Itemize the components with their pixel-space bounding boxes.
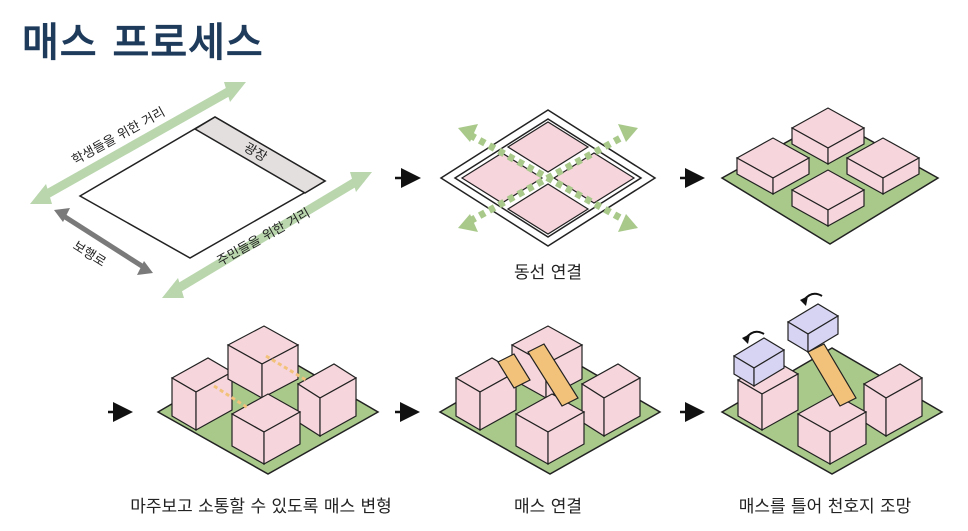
caption-deform: 마주보고 소통할 수 있도록 매스 변형 <box>130 497 392 517</box>
road-residents-arrow <box>162 172 372 298</box>
circulation-plan <box>439 109 657 247</box>
caption-rotate: 매스를 틀어 천호지 조망 <box>738 497 912 517</box>
caption-connect: 매스 연결 <box>514 497 582 517</box>
rotated-masses <box>720 292 944 475</box>
site-plan: 학생들을 위한 거리 주민들을 위한 거리 보행로 광장 <box>30 82 372 298</box>
road-students-arrow <box>30 82 246 204</box>
connected-masses <box>438 325 662 475</box>
sidewalk-arrow <box>54 208 153 275</box>
mass-blocks <box>720 107 940 245</box>
caption-circulation: 동선 연결 <box>514 263 582 283</box>
square-area <box>193 116 327 194</box>
deformed-masses <box>156 325 380 475</box>
page-title: 매스 프로세스 <box>22 20 264 66</box>
